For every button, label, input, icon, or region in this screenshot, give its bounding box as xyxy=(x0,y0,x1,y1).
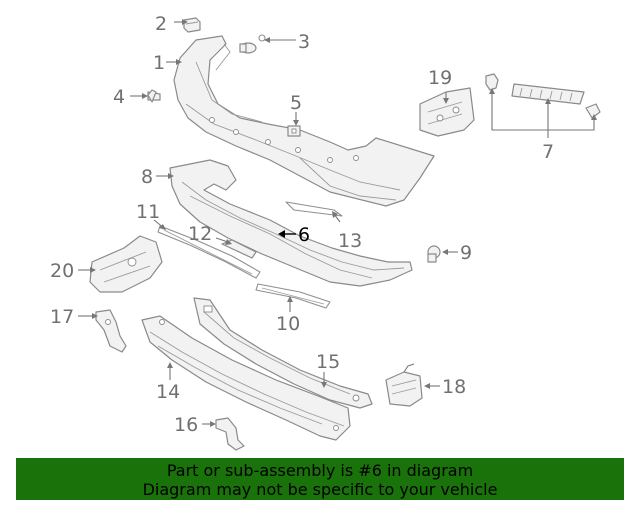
part-7-trim-clips[interactable] xyxy=(485,73,601,119)
callout-2[interactable]: 2 xyxy=(155,13,167,35)
part-16-bracket[interactable] xyxy=(215,417,245,451)
part-4-screw[interactable] xyxy=(147,89,161,103)
callout-13[interactable]: 13 xyxy=(338,230,362,252)
callout-3[interactable]: 3 xyxy=(298,31,310,53)
part-19-side-bracket[interactable] xyxy=(419,87,475,137)
callout-18[interactable]: 18 xyxy=(442,376,466,398)
parts-diagram: 2 3 1 4 5 19 7 8 6 11 12 13 9 20 17 10 1… xyxy=(50,13,601,451)
part-3-grommet[interactable] xyxy=(239,34,266,54)
part-13-strip[interactable] xyxy=(285,201,343,217)
callout-1[interactable]: 1 xyxy=(153,52,165,74)
callout-20[interactable]: 20 xyxy=(50,260,74,282)
part-8-lower-valance[interactable] xyxy=(169,159,413,287)
callout-16[interactable]: 16 xyxy=(174,414,198,436)
callout-12[interactable]: 12 xyxy=(188,223,212,245)
callout-10[interactable]: 10 xyxy=(276,313,300,335)
callout-9[interactable]: 9 xyxy=(460,242,472,264)
part-1-bumper-cover[interactable] xyxy=(173,35,435,207)
part-18-connector[interactable] xyxy=(385,363,423,407)
part-11-molding[interactable] xyxy=(157,225,261,279)
part-2-clip[interactable] xyxy=(183,17,201,33)
callout-4[interactable]: 4 xyxy=(113,86,125,108)
part-5-bracket[interactable] xyxy=(287,125,301,137)
callout-6-highlighted[interactable]: 6 xyxy=(298,224,310,246)
callout-8[interactable]: 8 xyxy=(141,166,153,188)
part-10-strip[interactable] xyxy=(255,283,331,309)
leader-lines xyxy=(78,19,597,427)
callout-17[interactable]: 17 xyxy=(50,306,74,328)
banner-line-disclaimer: Diagram may not be specific to your vehi… xyxy=(142,480,498,499)
part-14-bumper-beam[interactable] xyxy=(141,315,351,441)
part-9-bolt[interactable] xyxy=(427,245,441,263)
info-banner: Part or sub-assembly is #6 in diagram Di… xyxy=(16,458,624,500)
callout-19[interactable]: 19 xyxy=(428,67,452,89)
part-17-bracket[interactable] xyxy=(95,309,127,353)
callout-7[interactable]: 7 xyxy=(542,141,554,163)
callout-14[interactable]: 14 xyxy=(156,381,180,403)
callout-15[interactable]: 15 xyxy=(316,351,340,373)
part-20-bracket[interactable] xyxy=(89,235,163,293)
callout-labels: 2 3 1 4 5 19 7 8 6 11 12 13 9 20 17 10 1… xyxy=(50,13,554,436)
callout-5[interactable]: 5 xyxy=(290,92,302,114)
banner-line-part: Part or sub-assembly is #6 in diagram xyxy=(166,461,474,480)
callout-11[interactable]: 11 xyxy=(136,201,160,223)
